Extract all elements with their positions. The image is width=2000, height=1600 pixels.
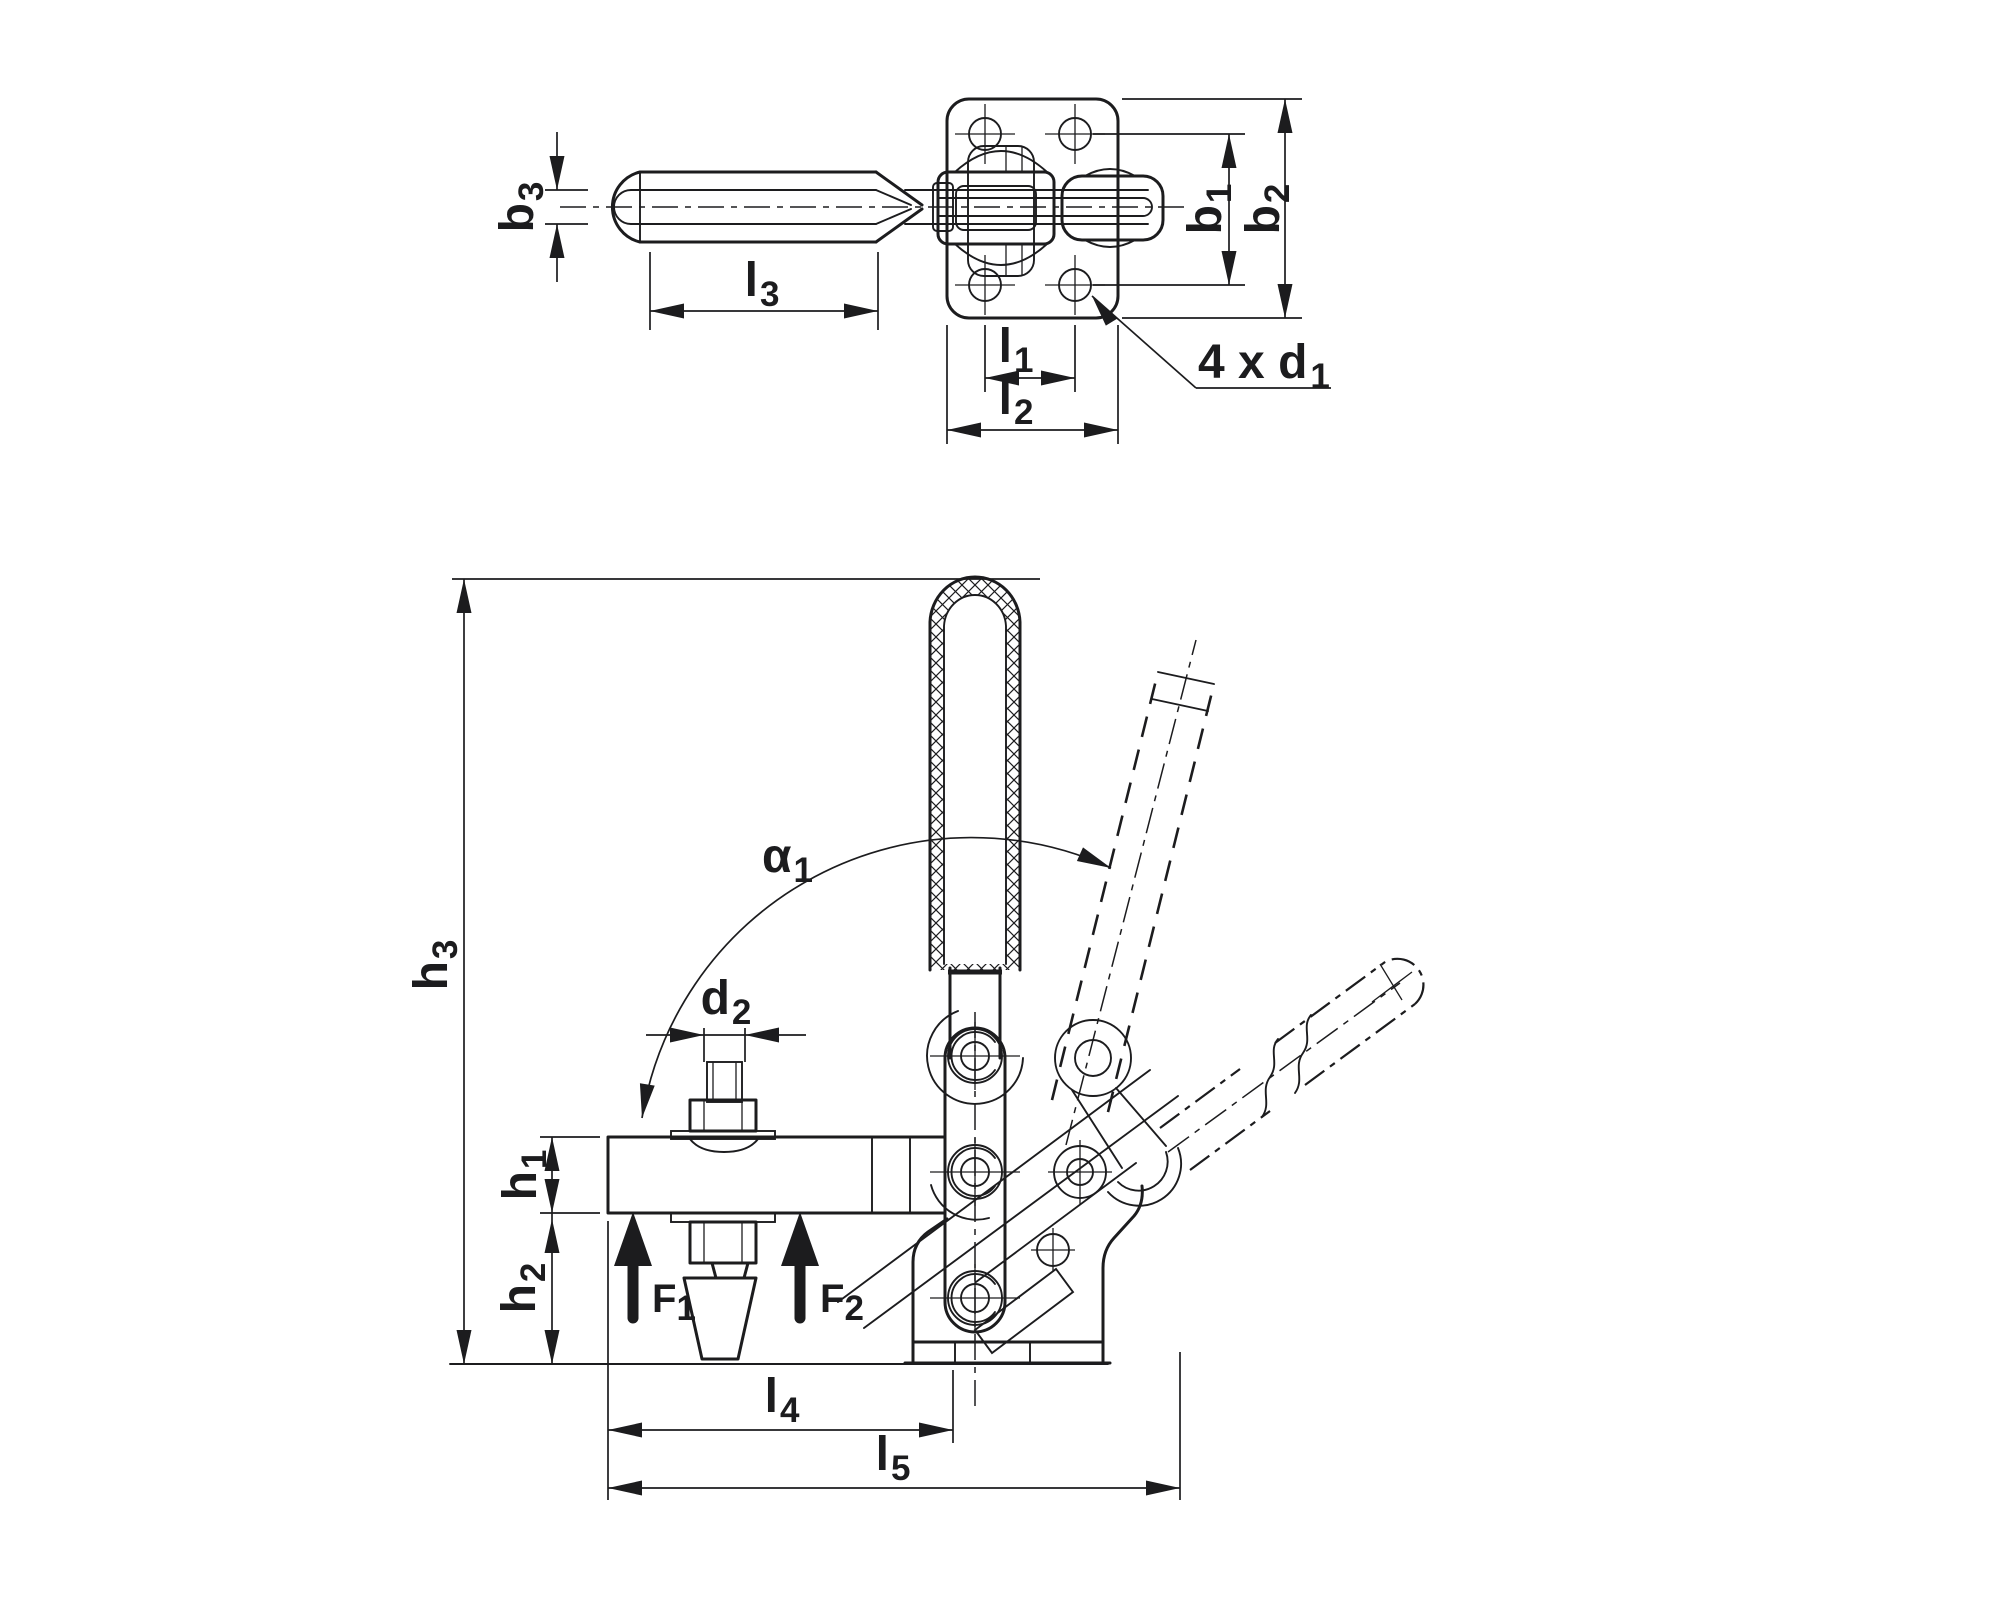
open-grip-rod-phantom [1159,957,1425,1171]
dim-h2: h2 [493,1213,560,1364]
dim-b3: b3 [491,132,588,282]
dim-l2: l2 [946,325,1119,444]
dim-label-alpha1: α1 [762,830,813,890]
pivot-top [930,1022,1020,1090]
lever-hub-mid [930,1184,990,1221]
clamping-bar [606,1135,947,1215]
clamping-spindle [670,1061,776,1361]
dim-l4: l4 [607,1221,954,1500]
dim-label-l2: l2 [999,372,1034,432]
dim-d2: d2 [646,972,806,1062]
top-view: b3 l3 l1 l2 [491,97,1331,444]
lever-stop-pad [973,1267,1075,1355]
force-arrow-f1: F1 [614,1212,696,1328]
pivot-bottom [930,1264,1020,1332]
dim-label-b2: b2 [1237,184,1297,235]
dim-alpha1: α1 [639,830,1112,1119]
dim-label-h2: h2 [493,1263,553,1314]
toggle-pivot [1048,1140,1112,1204]
handle-pivot-crescent [1107,1147,1183,1207]
rod-end-crosshair [1371,963,1413,1003]
open-lever-dashed [1050,639,1216,1146]
plate-hole [955,255,1015,315]
dim-label-l3: l3 [745,254,780,314]
dim-b1: b1 [1093,133,1245,286]
link-eye [1054,1019,1167,1169]
handle-grip [928,575,1022,1060]
clevis-block-top [932,145,1165,277]
dim-label-b1: b1 [1179,184,1239,235]
dim-h1: h1 [494,1136,600,1214]
dim-label-h3: h3 [405,940,465,991]
dim-h3: h3 [405,578,1109,1365]
force-arrow-f2: F2 [781,1212,864,1328]
dim-label-h1: h1 [494,1150,554,1201]
dim-label-d2: d2 [701,972,752,1032]
dim-l3: l3 [649,252,879,330]
force-label-f1: F1 [652,1277,696,1328]
dim-label-l1: l1 [999,320,1034,380]
force-label-f2: F2 [820,1277,864,1328]
dim-label-b3: b3 [491,182,551,233]
dim-label-l4: l4 [765,1370,800,1430]
lever-hub-top [926,1010,1024,1105]
knurled-grip-texture [930,577,1020,970]
front-view: α1 d2 h3 h1 [405,575,1425,1500]
toggle-linkage [837,1019,1183,1355]
pivot-column [926,1010,1024,1408]
hole-count-label: 4 x d1 [1198,336,1330,396]
dim-l1: l1 [984,320,1076,392]
dim-l5: l5 [608,1352,1181,1500]
note-4xd1: 4 x d1 [1091,295,1331,396]
dim-b2: b2 [1122,98,1302,319]
clamp-arm-end-top [1060,174,1165,242]
dim-label-l5: l5 [876,1428,911,1488]
spindle-foot [682,1276,758,1361]
